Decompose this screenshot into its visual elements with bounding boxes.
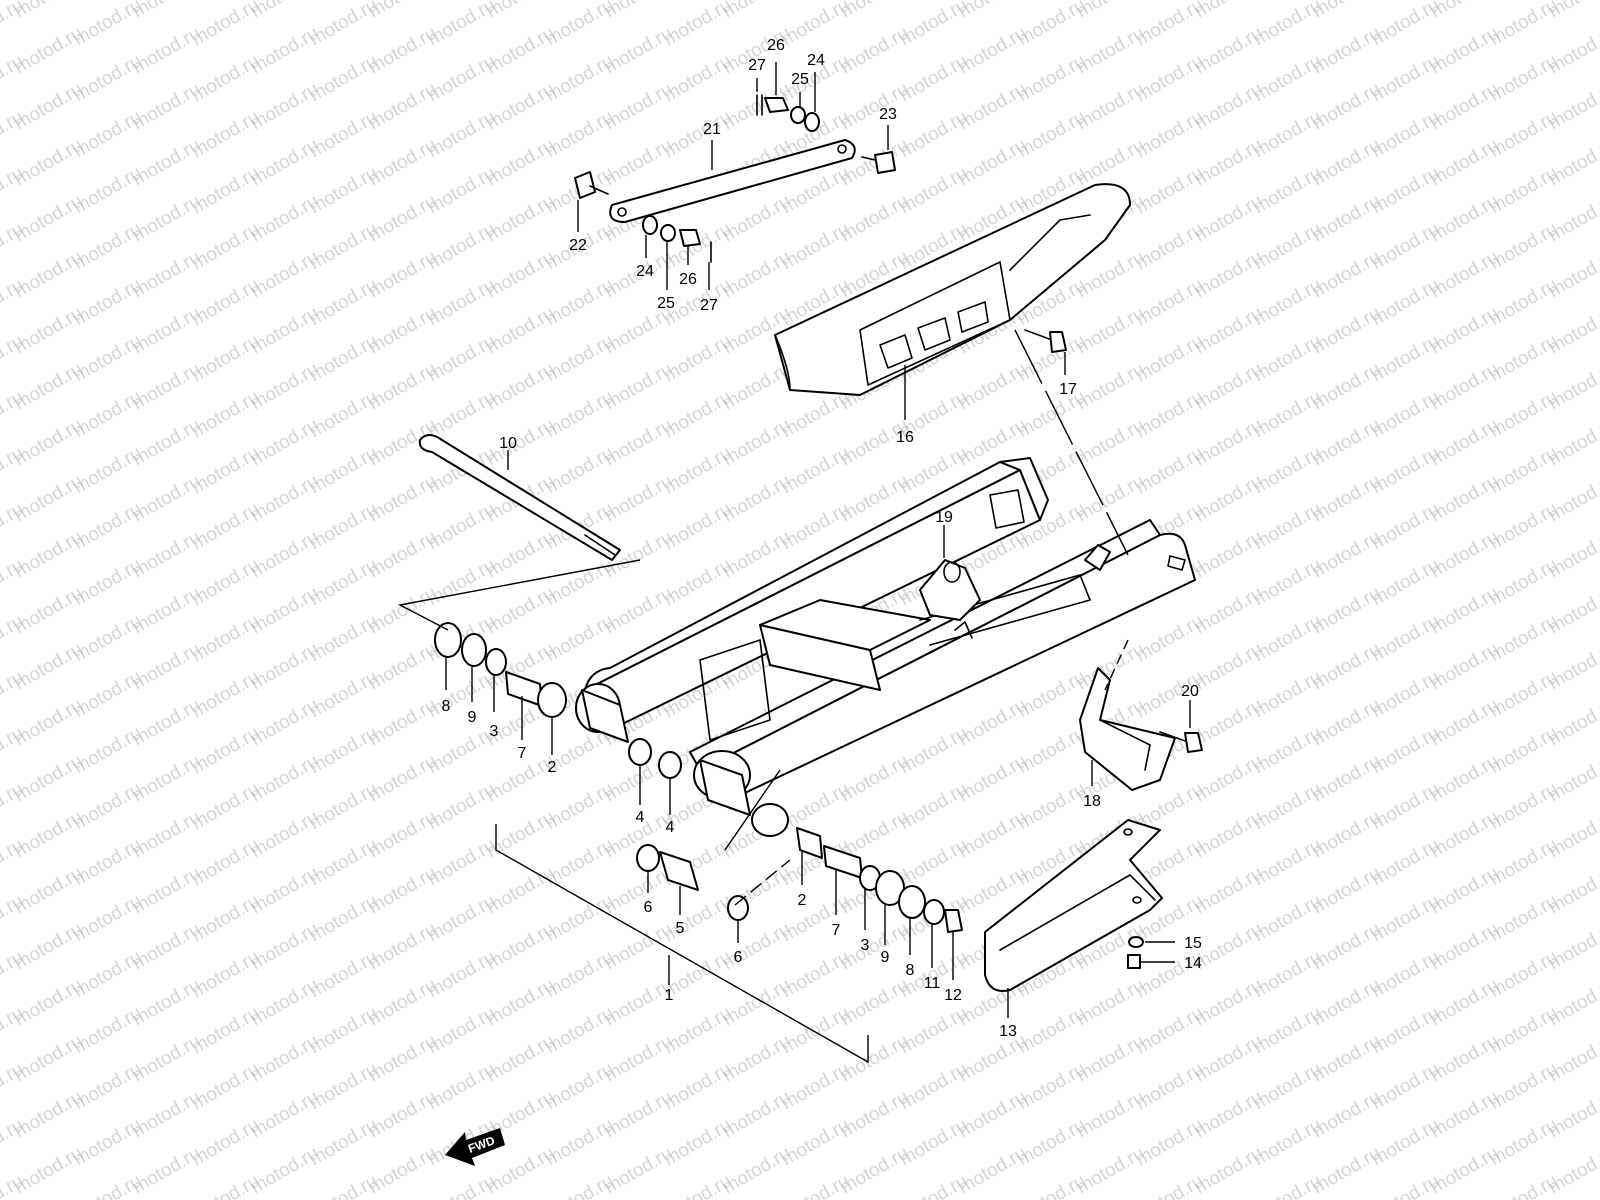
callout-4-b: 4	[666, 819, 675, 836]
middle-bearings	[628, 738, 749, 921]
watermark-text: motod.ru	[660, 1171, 735, 1200]
callout-16: 16	[896, 429, 914, 446]
chain-buffer	[984, 819, 1163, 992]
callout-26-bottom: 26	[679, 271, 697, 288]
callout-6-b: 6	[734, 949, 743, 966]
callout-20: 20	[1181, 683, 1199, 700]
callout-5: 5	[676, 920, 685, 937]
callout-23: 23	[879, 106, 897, 123]
watermark-text: motod.ru	[424, 1171, 499, 1200]
callout-25-bottom: 25	[657, 295, 675, 312]
torque-link	[609, 139, 856, 223]
upper-hardware	[642, 94, 820, 263]
watermark-text: motod.ru	[542, 1171, 617, 1200]
callout-1: 1	[665, 987, 674, 1004]
chain-guard	[774, 183, 1131, 396]
watermark-text: motod.ru	[1250, 1171, 1325, 1200]
callout-15: 15	[1184, 935, 1202, 952]
swingarm	[575, 457, 1196, 837]
bolt-17	[1024, 329, 1067, 353]
watermark-text: motod.ru	[0, 0, 27, 50]
callout-17: 17	[1059, 381, 1077, 398]
watermark-text: motod.ru	[306, 1171, 381, 1200]
watermark-text: motod.ru	[1368, 1171, 1443, 1200]
callout-11: 11	[924, 975, 941, 992]
callout-19: 19	[935, 509, 953, 526]
watermark-text: motod.ru	[896, 1171, 971, 1200]
watermark-text: motod.ru	[1132, 1171, 1207, 1200]
callout-12: 12	[944, 987, 962, 1004]
callout-8-left: 8	[442, 698, 451, 715]
watermark-text: motod.ru	[1014, 1171, 1089, 1200]
pivot-shaft	[418, 434, 621, 561]
callout-7-right: 7	[832, 922, 841, 939]
callout-14: 14	[1184, 955, 1202, 972]
callout-3-right: 3	[861, 937, 870, 954]
watermark-text: motod.ru	[1486, 1171, 1561, 1200]
forward-arrow: FWD	[445, 1128, 505, 1166]
bolt-23	[861, 151, 896, 174]
callout-18: 18	[1083, 793, 1101, 810]
callout-7-left: 7	[518, 745, 527, 762]
watermark-text: motod.ru	[778, 1171, 853, 1200]
callout-24-top: 24	[807, 52, 825, 69]
watermark-text: motod.ru	[70, 1171, 145, 1200]
callout-4-a: 4	[636, 809, 645, 826]
watermark-text: motod.ru	[188, 1171, 263, 1200]
callout-9-right: 9	[881, 949, 890, 966]
callout-27-top: 27	[748, 57, 766, 74]
callout-3-left: 3	[490, 723, 499, 740]
callout-25-top: 25	[791, 71, 809, 88]
callout-labels: 1 2 2 3 3 4 4 5 6 6 7 7 8 8 9 9 10 11 12…	[442, 37, 1202, 1040]
callout-2-left: 2	[548, 759, 557, 776]
callout-21: 21	[703, 121, 721, 138]
callout-27-bottom: 27	[700, 297, 718, 314]
callout-9-left: 9	[468, 709, 477, 726]
bolt-22	[574, 171, 609, 199]
callout-10: 10	[499, 435, 517, 452]
callout-8-right: 8	[906, 962, 915, 979]
callout-2-right: 2	[798, 892, 807, 909]
chain-guide	[1079, 667, 1203, 791]
right-pivot-stack	[796, 827, 963, 933]
callout-22: 22	[569, 237, 587, 254]
callout-26-top: 26	[767, 37, 785, 54]
callout-6-a: 6	[644, 899, 653, 916]
callout-24-bottom: 24	[636, 263, 654, 280]
callout-13: 13	[999, 1023, 1017, 1040]
leader-lines	[397, 62, 1191, 1064]
